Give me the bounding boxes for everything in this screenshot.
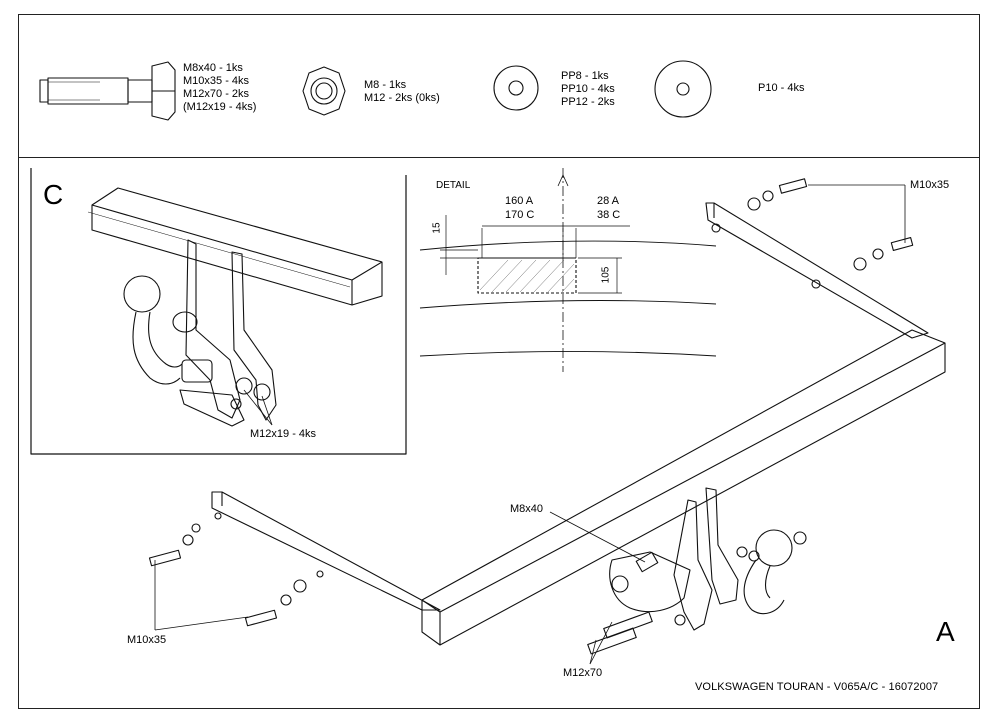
view-a-callout-m8: M8x40 xyxy=(510,503,544,515)
nut-spec-line-2: M12 - 2ks (0ks) xyxy=(364,92,440,104)
view-a-right-sidearm xyxy=(705,202,929,339)
nut-spec-line-1: M8 - 1ks xyxy=(364,79,407,91)
bolt-spec-line-1: M8x40 - 1ks xyxy=(183,62,243,74)
view-a-callout-top-right: M10x35 xyxy=(910,179,950,191)
detail-right-dim-a: 28 A xyxy=(597,195,620,207)
drawing-frame xyxy=(18,14,980,709)
drawing-footer-title: VOLKSWAGEN TOURAN - V065A/C - 16072007 xyxy=(695,681,939,693)
bolt-spec-line-4: (M12x19 - 4ks) xyxy=(183,101,257,113)
view-a-letter: A xyxy=(936,616,955,647)
view-c-letter: C xyxy=(43,179,64,210)
view-a-bolts xyxy=(148,178,914,655)
washer-spec-line-1: PP8 - 1ks xyxy=(561,70,609,82)
view-c-callout: M12x19 - 4ks xyxy=(250,428,317,440)
view-a-tow-ball xyxy=(743,529,807,615)
view-c-crossbar xyxy=(87,187,383,306)
view-c-bracket xyxy=(179,239,277,427)
washer-spec-line-2: PP10 - 4ks xyxy=(561,83,615,95)
bolt-spec-line-3: M12x70 - 2ks xyxy=(183,88,250,100)
detail-drawing xyxy=(419,168,717,372)
view-c-bolts xyxy=(230,377,271,410)
view-c-box xyxy=(30,168,407,455)
washer-spec-line-3: PP12 - 2ks xyxy=(561,96,615,108)
washer-icon xyxy=(493,65,539,111)
view-c-tow-ball xyxy=(123,275,213,385)
view-a-callout-left: M10x35 xyxy=(127,634,167,646)
parts-section-divider xyxy=(18,157,980,158)
detail-hatch xyxy=(479,259,575,293)
detail-vertical-dim: 15 xyxy=(431,222,443,234)
detail-height-dim: 105 xyxy=(600,266,612,284)
view-a-callout-m12: M12x70 xyxy=(563,667,603,679)
view-a-bracket xyxy=(609,487,739,631)
detail-left-dim-a: 160 A xyxy=(505,195,534,207)
detail-left-dim-c: 170 C xyxy=(505,209,535,221)
view-a-leaders xyxy=(154,184,906,665)
plate-washer-icon xyxy=(654,60,712,118)
view-c-leader xyxy=(243,389,273,426)
detail-right-dim-c: 38 C xyxy=(597,209,621,221)
detail-title: DETAIL xyxy=(436,180,471,191)
bolt-spec-line-2: M10x35 - 4ks xyxy=(183,75,250,87)
bolt-icon xyxy=(39,61,176,121)
plate-washer-spec: P10 - 4ks xyxy=(758,82,805,94)
nut-icon xyxy=(302,66,346,116)
view-a-left-sidearm xyxy=(211,491,441,611)
